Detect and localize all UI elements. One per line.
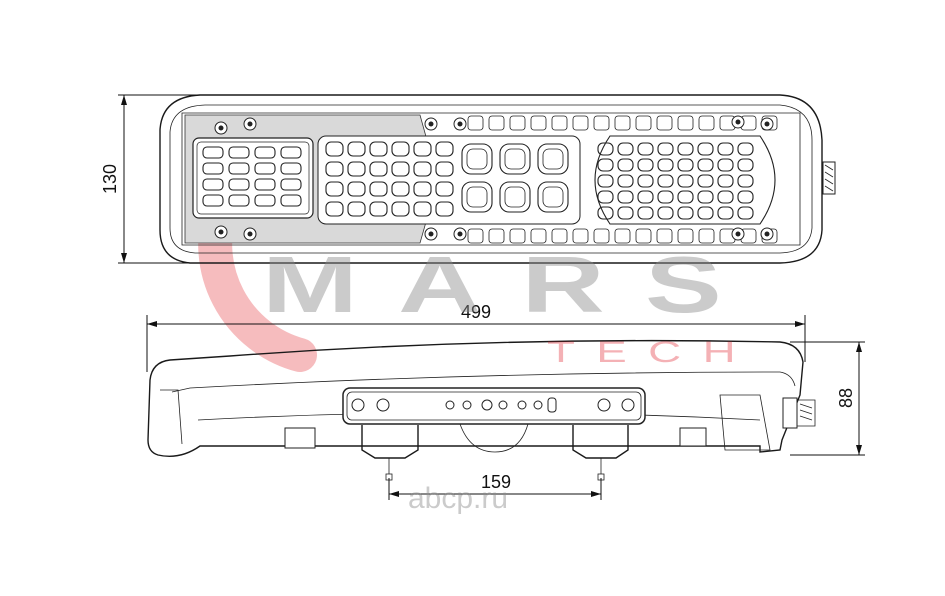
side-view (147, 339, 816, 481)
watermark-site: аbср.ru (408, 482, 508, 515)
dim-label-height-front: 130 (100, 164, 120, 194)
dim-label-length: 499 (461, 302, 491, 322)
dimension-lines (118, 94, 865, 500)
watermark-brand-sub: TECH (547, 336, 757, 369)
watermark-brand-main: MARS (262, 240, 762, 329)
dim-label-mount-spacing: 159 (481, 472, 511, 492)
front-view (159, 94, 836, 264)
dim-label-height-side: 88 (836, 388, 856, 408)
